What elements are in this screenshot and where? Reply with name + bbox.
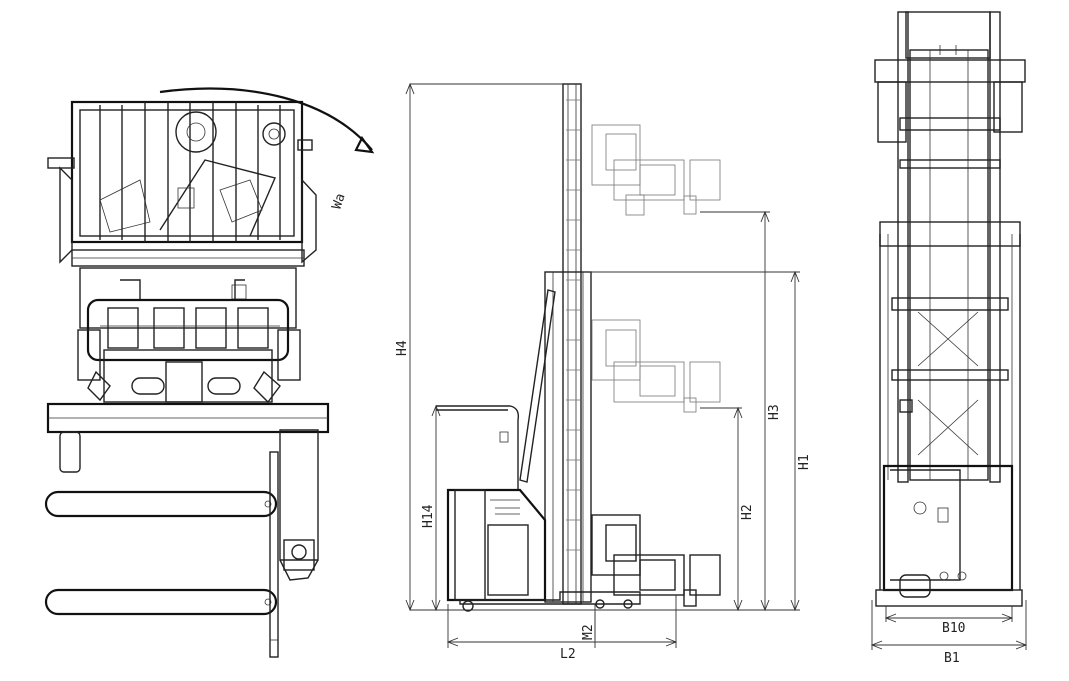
lift-cylinder bbox=[519, 289, 556, 483]
mast-outer bbox=[544, 271, 592, 603]
attachment-raised-mid bbox=[591, 319, 721, 413]
h4-label: H4 bbox=[395, 340, 410, 356]
front-wheel-left bbox=[899, 574, 931, 598]
h14-label: H14 bbox=[421, 504, 436, 528]
pivot-pin bbox=[291, 544, 307, 560]
carriage-head bbox=[879, 221, 1021, 247]
mast bbox=[562, 83, 582, 605]
front-body bbox=[882, 464, 1014, 592]
front-view: B10 B1 bbox=[870, 11, 1028, 666]
steering-wheel bbox=[175, 111, 217, 153]
fork-plate bbox=[269, 451, 279, 658]
control-knob bbox=[262, 122, 286, 146]
chassis-base bbox=[875, 589, 1023, 607]
load-wheel bbox=[595, 599, 605, 609]
attachment-raised-high bbox=[591, 124, 721, 216]
h2-label: H2 bbox=[740, 504, 755, 520]
top-view: Wa bbox=[44, 87, 375, 658]
overhead-guard bbox=[70, 100, 304, 244]
attachment-lowered bbox=[591, 514, 721, 607]
wa-swing-arc bbox=[159, 87, 373, 151]
m2-label: M2 bbox=[581, 624, 596, 640]
operator-guard bbox=[436, 405, 520, 490]
b10-label: B10 bbox=[942, 621, 965, 636]
mast-carriage bbox=[86, 298, 290, 362]
h3-label: H3 bbox=[767, 404, 782, 420]
wa-label: Wa bbox=[330, 192, 349, 212]
mast-top bbox=[905, 11, 991, 59]
l2-label: L2 bbox=[560, 647, 576, 662]
drive-wheel bbox=[462, 600, 474, 612]
b1-label: B1 bbox=[944, 651, 960, 666]
side-view: H4 H14 bbox=[395, 82, 812, 662]
truck-body bbox=[446, 488, 547, 602]
fork-right bbox=[44, 588, 278, 616]
fork-left bbox=[44, 490, 278, 518]
h1-label: H1 bbox=[797, 454, 812, 470]
